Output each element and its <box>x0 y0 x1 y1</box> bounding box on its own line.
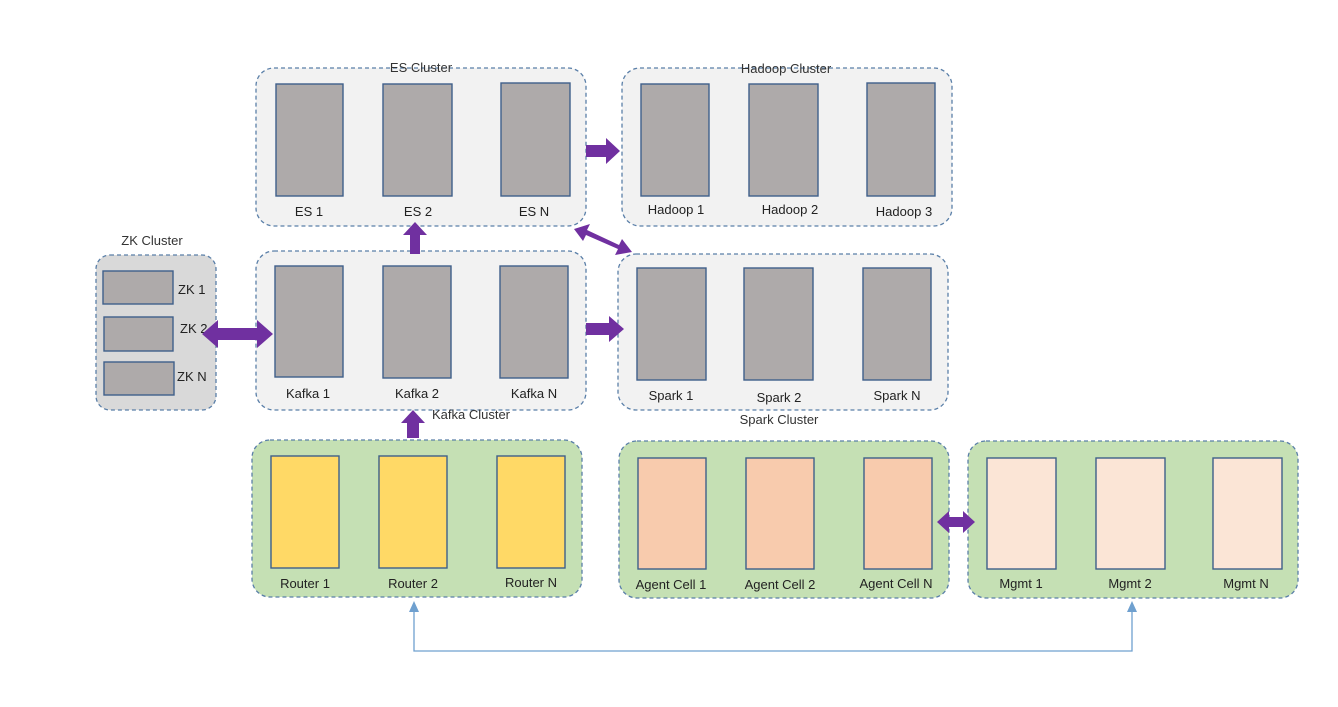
kafka-to-es-arrow <box>403 222 427 254</box>
spark-cluster: Spark 1 Spark 2 Spark N Spark Cluster <box>617 253 949 427</box>
spark-node-2 <box>743 267 814 381</box>
es-node-2 <box>382 83 453 197</box>
hadoop-node-2-label: Hadoop 2 <box>762 202 818 217</box>
es-node-2-label: ES 2 <box>404 204 432 219</box>
mgmt-node-2 <box>1095 457 1166 570</box>
es-node-n-label: ES N <box>519 204 549 219</box>
zk-node-1-label: ZK 1 <box>178 282 205 297</box>
mgmt-node-n-label: Mgmt N <box>1223 576 1269 591</box>
hadoop-cluster: Hadoop Cluster Hadoop 1 Hadoop 2 Hadoop … <box>621 61 953 227</box>
es-to-hadoop-arrow <box>586 138 620 164</box>
agent-cell-node-n-label: Agent Cell N <box>860 576 933 591</box>
kafka-node-2-label: Kafka 2 <box>395 386 439 401</box>
zk-cluster-title: ZK Cluster <box>121 233 183 248</box>
zk-node-2 <box>103 316 174 352</box>
spark-node-n-label: Spark N <box>874 388 921 403</box>
spark-node-1 <box>636 267 707 381</box>
es-node-n <box>500 82 571 197</box>
mgmt-group: Mgmt 1 Mgmt 2 Mgmt N <box>967 440 1299 599</box>
hadoop-node-2 <box>748 83 819 197</box>
mgmt-node-1 <box>986 457 1057 570</box>
spark-node-n <box>862 267 932 381</box>
zk-node-2-label: ZK 2 <box>180 321 207 336</box>
kafka-cluster: Kafka 1 Kafka 2 Kafka N Kafka Cluster <box>255 250 587 422</box>
agent-cell-node-2-label: Agent Cell 2 <box>745 577 816 592</box>
router-node-2 <box>378 455 448 569</box>
agent-cell-node-1-label: Agent Cell 1 <box>636 577 707 592</box>
spark-cluster-title: Spark Cluster <box>740 412 819 427</box>
kafka-node-n-label: Kafka N <box>511 386 557 401</box>
hadoop-node-1-label: Hadoop 1 <box>648 202 704 217</box>
zk-kafka-bidirectional-arrow <box>202 320 273 348</box>
spark-node-2-label: Spark 2 <box>757 390 802 405</box>
mgmt-link-arrowhead <box>1127 601 1137 612</box>
router-node-1 <box>270 455 340 569</box>
mgmt-node-2-label: Mgmt 2 <box>1108 576 1151 591</box>
router-mgmt-link <box>409 601 1137 652</box>
kafka-node-1-label: Kafka 1 <box>286 386 330 401</box>
kafka-node-1 <box>274 265 344 378</box>
mgmt-node-n <box>1212 457 1283 570</box>
router-link-arrowhead <box>409 601 419 612</box>
agent-cell-node-n <box>863 457 933 570</box>
zk-cluster: ZK Cluster ZK 1 ZK 2 ZK N <box>95 233 217 411</box>
zk-node-n <box>103 361 175 396</box>
hadoop-node-1 <box>640 83 710 197</box>
es-spark-bidirectional-arrow <box>574 224 632 255</box>
agent-mgmt-bidirectional-arrow <box>937 511 975 533</box>
zk-node-1 <box>102 270 174 305</box>
kafka-to-spark-arrow <box>586 316 624 342</box>
router-group: Router 1 Router 2 Router N <box>251 439 583 598</box>
router-to-kafka-arrow <box>401 410 425 438</box>
hadoop-node-3-label: Hadoop 3 <box>876 204 932 219</box>
agent-cell-group: Agent Cell 1 Agent Cell 2 Agent Cell N <box>618 440 950 599</box>
agent-cell-node-2 <box>745 457 815 570</box>
hadoop-node-3 <box>866 82 936 197</box>
router-mgmt-link-line <box>413 609 1133 652</box>
kafka-cluster-title: Kafka Cluster <box>432 407 511 422</box>
es-node-1-label: ES 1 <box>295 204 323 219</box>
es-cluster: ES Cluster ES 1 ES 2 ES N <box>255 60 587 227</box>
router-node-2-label: Router 2 <box>388 576 438 591</box>
kafka-node-n <box>499 265 569 379</box>
zk-node-n-label: ZK N <box>177 369 207 384</box>
router-node-1-label: Router 1 <box>280 576 330 591</box>
agent-cell-node-1 <box>637 457 707 570</box>
mgmt-node-1-label: Mgmt 1 <box>999 576 1042 591</box>
router-node-n-label: Router N <box>505 575 557 590</box>
spark-node-1-label: Spark 1 <box>649 388 694 403</box>
es-cluster-title: ES Cluster <box>390 60 453 75</box>
router-node-n <box>496 455 566 569</box>
es-node-1 <box>275 83 344 197</box>
hadoop-cluster-title: Hadoop Cluster <box>741 61 832 76</box>
kafka-node-2 <box>382 265 452 379</box>
